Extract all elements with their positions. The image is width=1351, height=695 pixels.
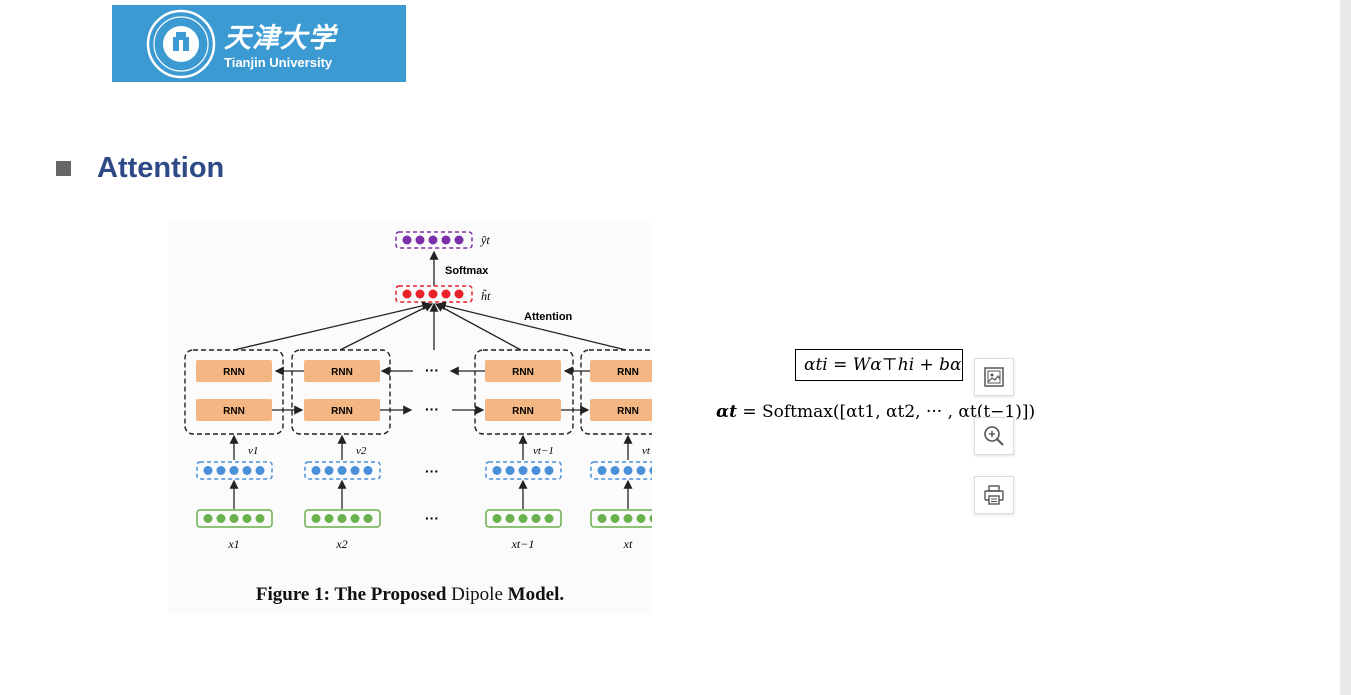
v-label: v2 [356, 445, 367, 457]
attention-label: Attention [524, 311, 573, 323]
rnn-block-4: RNN RNN [580, 349, 652, 435]
ellipsis: ··· [425, 463, 439, 479]
embedding-layers [196, 461, 652, 480]
x-label: xt−1 [511, 537, 535, 551]
figure-caption: Figure 1: The Proposed Dipole Model. [168, 584, 652, 606]
v-label: vt−1 [533, 445, 554, 457]
output-layer: ŷt [395, 231, 490, 249]
rnn-label: RNN [223, 367, 245, 378]
v-label: v1 [248, 445, 258, 457]
caption-part-2: Dipole [446, 584, 508, 605]
square-bullet-icon [56, 160, 71, 176]
rnn-label: RNN [617, 406, 639, 417]
zoom-in-button[interactable] [974, 417, 1014, 455]
formula-line-1: αti = Wα⊤hi + bα [804, 355, 962, 375]
rnn-block-2: RNN RNN [291, 349, 391, 435]
image-button[interactable] [974, 358, 1014, 396]
output-label: ŷt [480, 233, 490, 247]
logo-chinese-text: 天津大学 [224, 23, 336, 54]
rnn-label: RNN [617, 367, 639, 378]
softmax-formula: αt = Softmax([αt1, αt2, ··· , αt(t−1)]) [716, 402, 1035, 422]
image-icon [984, 367, 1004, 387]
attention-score-formula: αti = Wα⊤hi + bα [795, 349, 963, 381]
dipole-model-figure: ŷt Softmax h̃t Attention [168, 222, 652, 614]
rnn-label: RNN [331, 406, 353, 417]
rnn-label: RNN [512, 406, 534, 417]
hidden-label: h̃t [481, 289, 491, 303]
slide-title: Attention [97, 151, 225, 184]
softmax-label: Softmax [445, 265, 489, 277]
caption-part-3: Model. [507, 584, 565, 605]
rnn-label: RNN [223, 406, 245, 417]
rnn-label: RNN [512, 367, 534, 378]
attention-arrows [233, 301, 627, 351]
x-label: x1 [227, 537, 239, 551]
ellipsis: ··· [425, 510, 439, 526]
x-label: x2 [335, 537, 347, 551]
rnn-block-3: RNN RNN [474, 349, 574, 435]
formula-line-2-lhs: αt [716, 402, 737, 422]
zoom-in-icon [984, 426, 1004, 446]
university-logo: 天津大学 Tianjin University [112, 5, 406, 82]
x-label: xt [623, 537, 633, 551]
input-arrows [229, 479, 633, 509]
rnn-label: RNN [331, 367, 353, 378]
recurrent-arrows [272, 366, 590, 415]
rnn-block-1: RNN RNN [184, 349, 284, 435]
attention-hidden-layer: h̃t [395, 285, 491, 303]
slide-heading: Attention [56, 150, 224, 186]
print-button[interactable] [974, 476, 1014, 514]
ellipsis: ··· [425, 362, 439, 378]
ellipsis: ··· [425, 401, 439, 417]
vertical-scrollbar[interactable] [1340, 0, 1351, 695]
caption-part-1: Figure 1: The Proposed [255, 584, 447, 605]
embedding-arrows [229, 434, 633, 460]
input-layers [196, 509, 652, 528]
print-icon [984, 485, 1004, 505]
logo-english-text: Tianjin University [224, 55, 333, 70]
formula-line-2-rhs: = Softmax([αt1, αt2, ··· , αt(t−1)]) [736, 402, 1036, 422]
university-seal-icon [146, 9, 216, 79]
v-label: vt [642, 445, 651, 457]
